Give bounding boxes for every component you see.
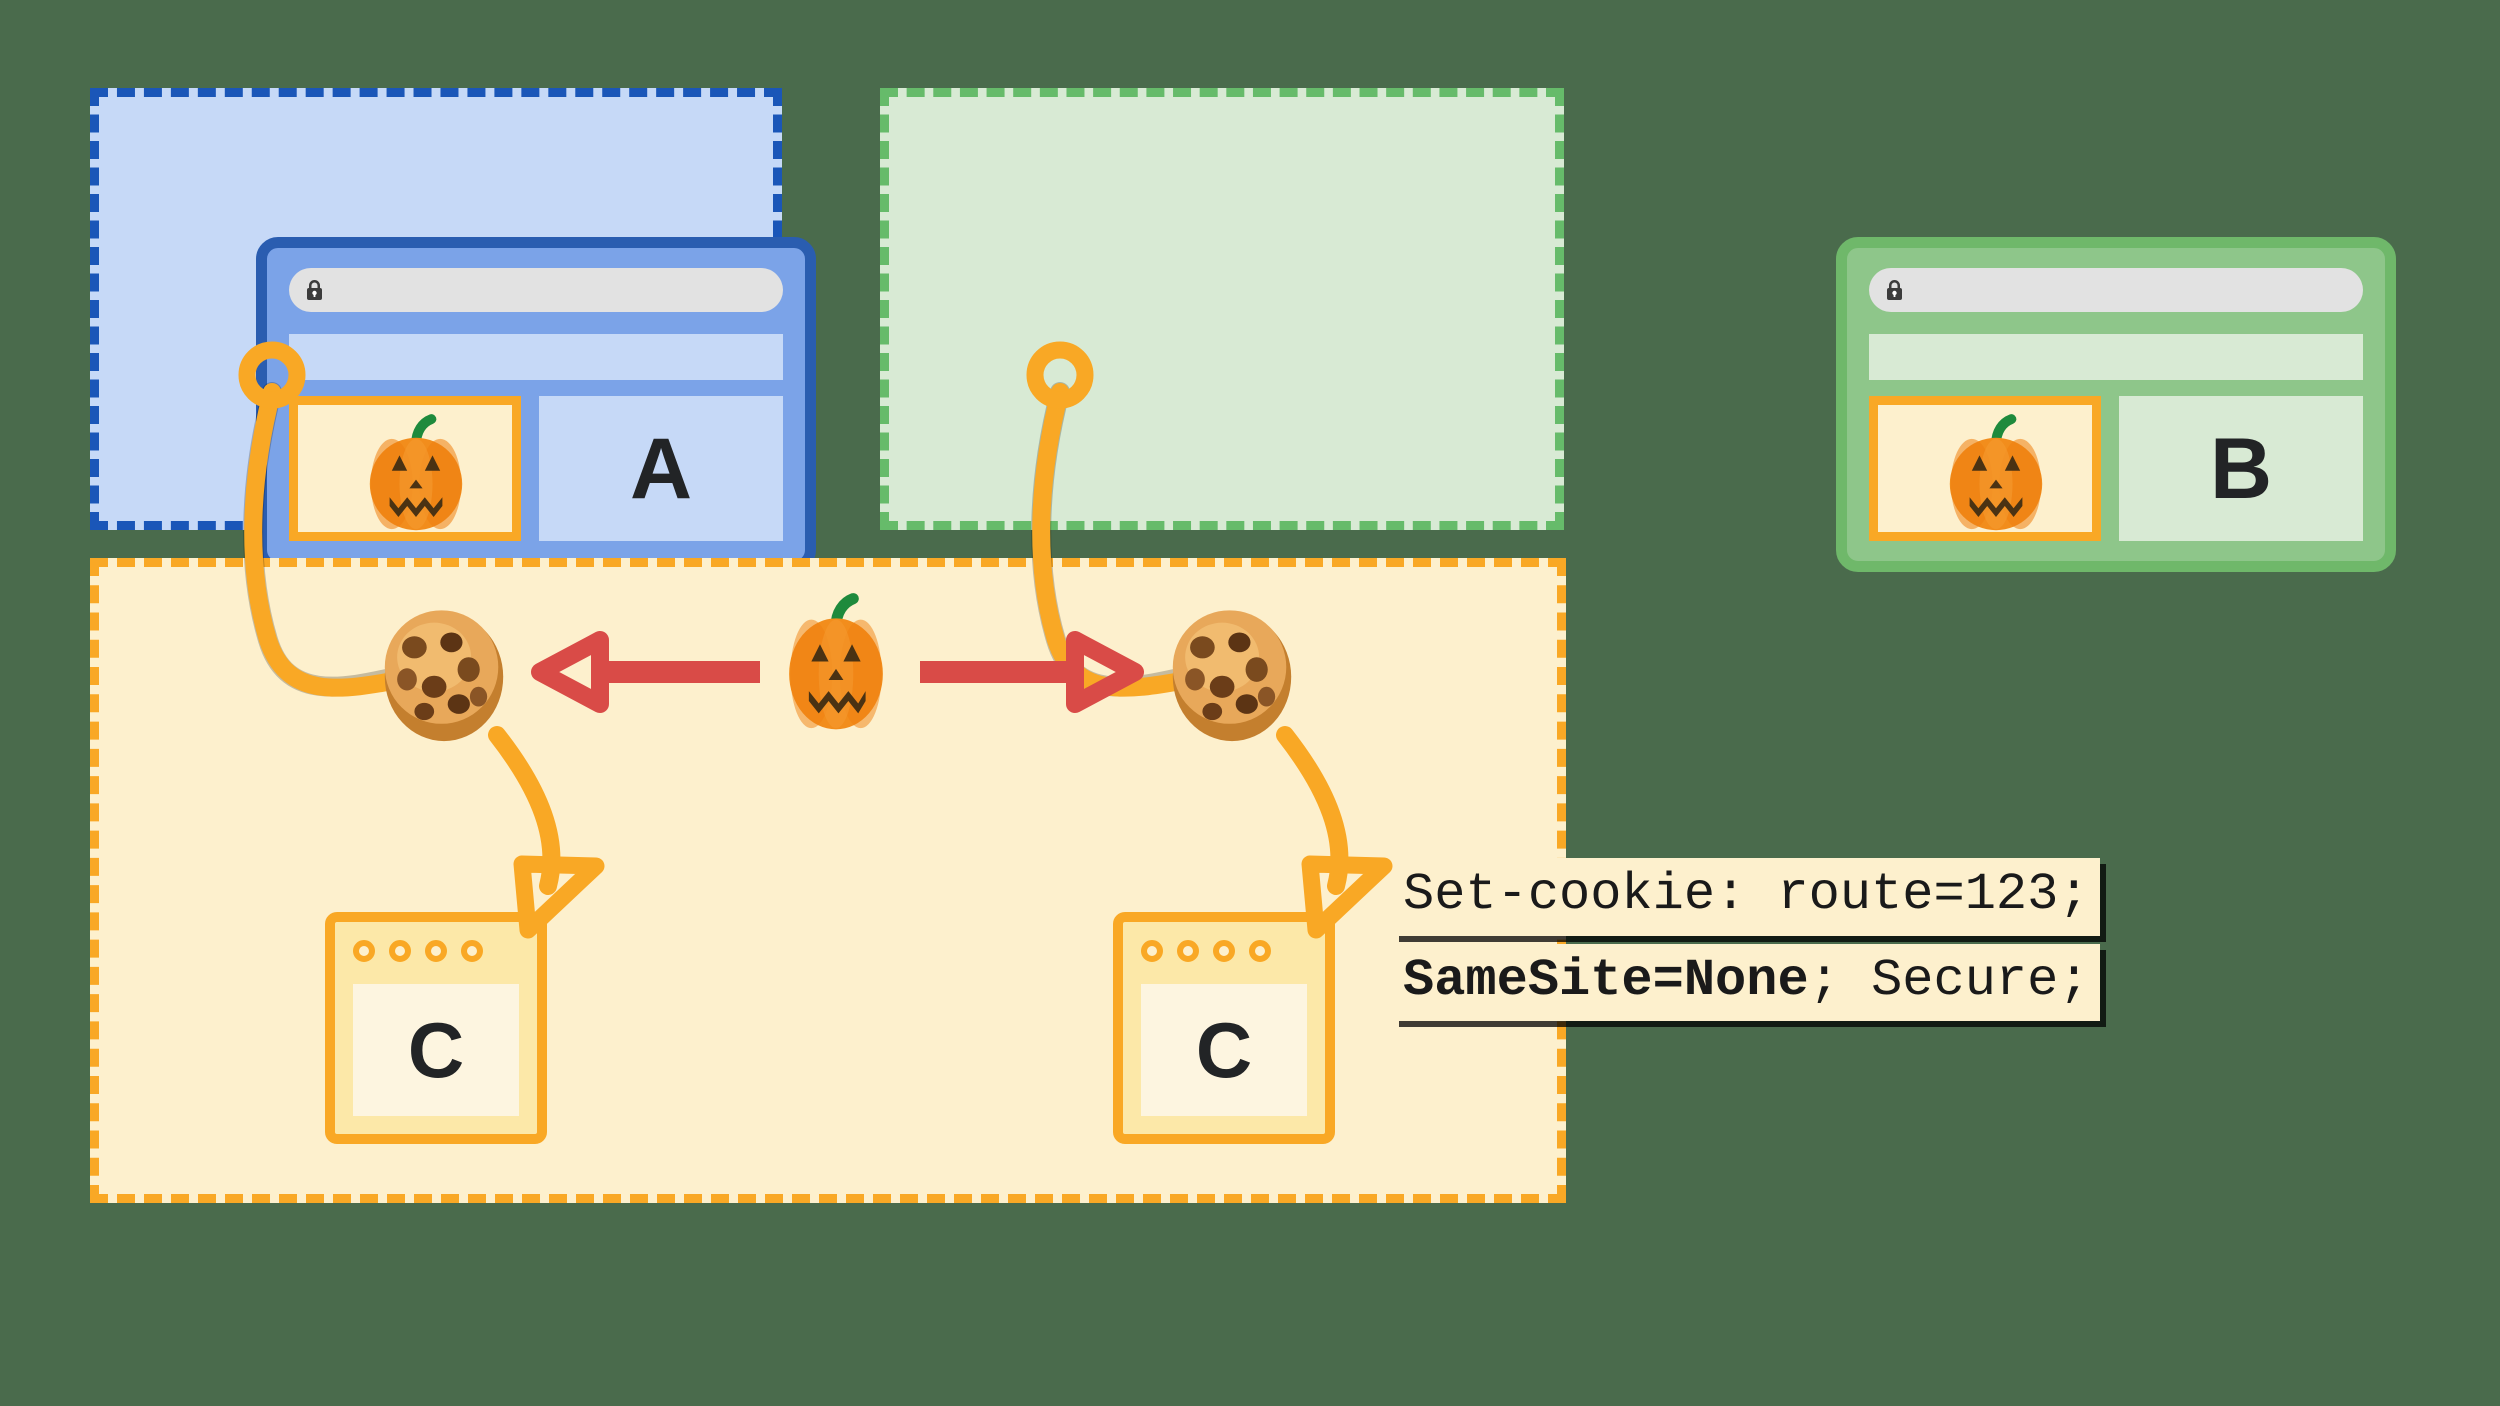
- set-cookie-header-label: Set-cookie: route=123; SameSite=None; Se…: [1393, 858, 2100, 1022]
- content-strip-b: [1869, 334, 2363, 380]
- cookie-icon: [1172, 610, 1292, 742]
- site-label-a: A: [629, 420, 693, 517]
- browser-window-a: A: [256, 237, 816, 572]
- server-right: C: [1113, 912, 1335, 1144]
- lock-icon: [1887, 280, 1902, 300]
- content-area-a: A: [539, 396, 783, 541]
- server-dot: [1177, 940, 1199, 962]
- pumpkin-icon: [369, 414, 463, 531]
- site-label-b: B: [2209, 420, 2273, 517]
- site-b-context-box: B: [880, 88, 2396, 572]
- lock-icon: [307, 280, 322, 300]
- server-left: C: [325, 912, 547, 1144]
- server-label-right: C: [1195, 1006, 1253, 1094]
- server-dot: [425, 940, 447, 962]
- server-dot: [1249, 940, 1271, 962]
- server-label-left: C: [407, 1006, 465, 1094]
- server-dot: [1213, 940, 1235, 962]
- server-dots: [1141, 940, 1271, 962]
- secure-token: ; Secure;: [1808, 950, 2090, 1010]
- image-placeholder-b: [1869, 396, 2101, 541]
- pumpkin-icon: [789, 593, 883, 730]
- set-cookie-line-2: SameSite=None; Secure;: [1393, 943, 2100, 1022]
- browser-window-b: B: [1836, 237, 2396, 572]
- server-dot: [1141, 940, 1163, 962]
- server-dots: [353, 940, 483, 962]
- content-area-b: B: [2119, 396, 2363, 541]
- image-placeholder-a: [289, 396, 521, 541]
- content-strip-a: [289, 334, 783, 380]
- set-cookie-line-1: Set-cookie: route=123;: [1393, 858, 2100, 936]
- pumpkin-icon: [1949, 414, 2043, 531]
- site-a-context-box: A: [90, 88, 816, 572]
- server-dot: [353, 940, 375, 962]
- server-dot: [461, 940, 483, 962]
- url-bar-b[interactable]: [1869, 268, 2363, 312]
- server-screen: C: [353, 984, 519, 1116]
- cookie-icon: [384, 610, 504, 742]
- samesite-none-token: SameSite=None: [1403, 950, 1809, 1010]
- url-bar-a[interactable]: [289, 268, 783, 312]
- server-dot: [389, 940, 411, 962]
- server-screen: C: [1141, 984, 1307, 1116]
